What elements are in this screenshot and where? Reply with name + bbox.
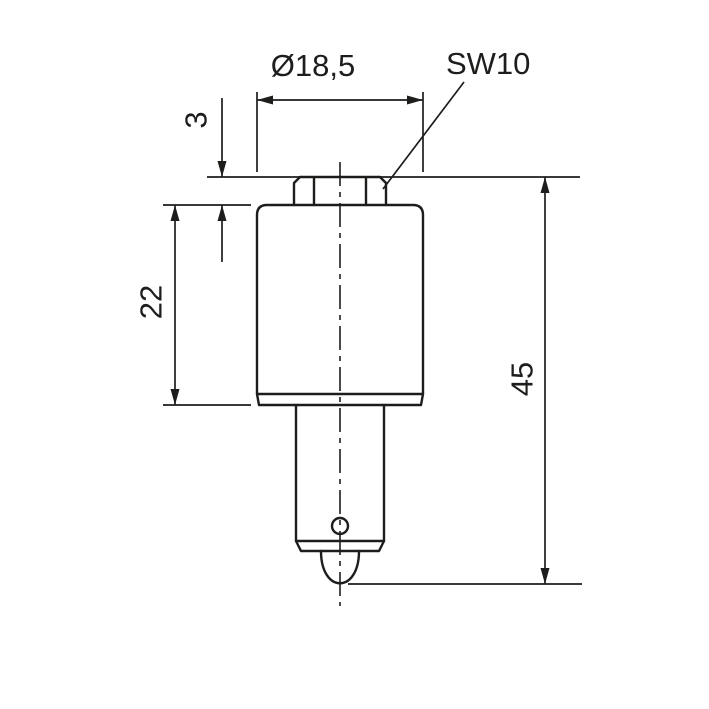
base-outline — [294, 403, 386, 553]
arrow-left-icon — [257, 95, 273, 105]
wrench-size-leader-line — [382, 81, 465, 190]
arrow-down-icon — [217, 161, 227, 177]
overall-height-label: 45 — [505, 362, 540, 396]
body-outline — [255, 203, 425, 396]
lamp-body — [255, 203, 425, 407]
body-height-label: 22 — [134, 285, 169, 319]
arrow-up-icon — [170, 205, 180, 221]
diameter-label: Ø18,5 — [271, 48, 355, 83]
bayonet-base — [294, 403, 386, 585]
body-bottom-band — [255, 392, 425, 407]
bayonet-pin-hole — [330, 516, 350, 536]
arrow-down-icon — [170, 389, 180, 405]
dimension-overall-height: 45 — [348, 177, 582, 585]
wrench-size-callout: SW10 — [382, 46, 530, 190]
dimension-body-height: 22 — [134, 204, 251, 406]
bottom-contact-bump — [319, 549, 361, 585]
arrow-right-icon — [407, 95, 423, 105]
arrow-up-icon — [540, 177, 550, 193]
arrow-down-icon — [540, 568, 550, 584]
wrench-size-label: SW10 — [446, 46, 530, 81]
hex-height-label: 3 — [179, 111, 214, 128]
dimension-hex-height: 3 — [179, 98, 227, 262]
arrow-up-icon — [217, 205, 227, 221]
dimension-diameter: Ø18,5 — [256, 48, 424, 172]
